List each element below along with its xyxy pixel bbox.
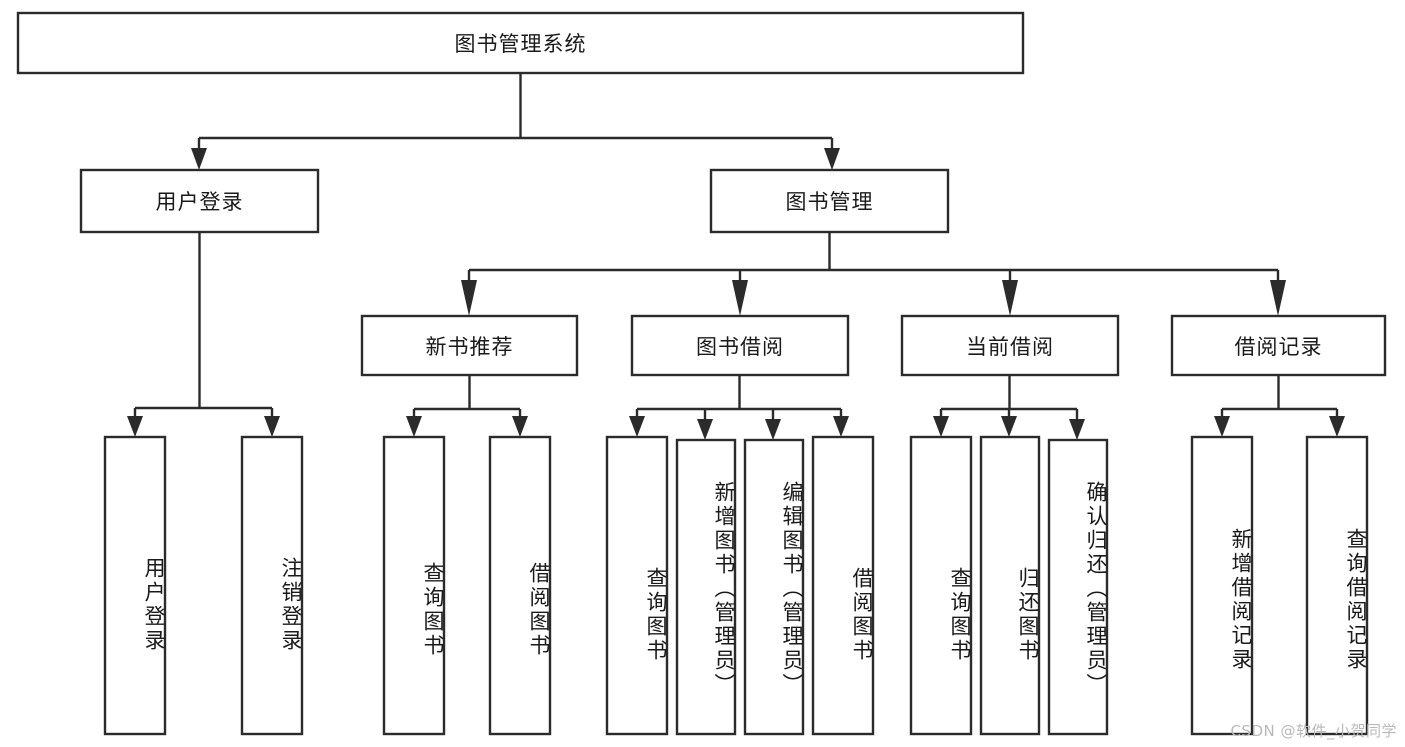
arrow-to-leaf-br-query	[1329, 416, 1345, 437]
node-user-login-box[interactable]	[79, 168, 320, 234]
leaf-br-add-record-box[interactable]	[1190, 435, 1254, 736]
arrow-to-leaf-cb-return	[1001, 416, 1017, 437]
leaf-cb-confirm-return-box[interactable]	[1047, 438, 1109, 736]
leaf-nb-borrow-book-box[interactable]	[488, 435, 552, 736]
arrow-to-leaf-cb-query	[933, 416, 949, 437]
arrow-to-user-login	[191, 148, 207, 170]
arrow-to-leaf-bb-edit	[765, 419, 781, 440]
leaf-bb-edit-book-box[interactable]	[743, 438, 805, 736]
arrow-to-leaf-cb-confirm	[1069, 419, 1085, 440]
arrow-to-borrow-record	[1270, 280, 1286, 316]
leaf-bb-add-book-box[interactable]	[675, 438, 737, 736]
leaf-cb-return-book-box[interactable]	[979, 435, 1041, 736]
node-current-borrow-box[interactable]	[900, 314, 1120, 377]
arrow-to-leaf-user-login	[127, 416, 143, 437]
arrow-to-leaf-logout	[264, 416, 280, 437]
node-new-book-box[interactable]	[360, 314, 579, 377]
arrow-to-leaf-nb-query	[406, 416, 422, 437]
node-book-manage-box[interactable]	[709, 168, 950, 234]
leaf-logout-box[interactable]	[240, 435, 304, 736]
leaf-br-query-record-box[interactable]	[1305, 435, 1369, 736]
node-borrow-record-box[interactable]	[1170, 314, 1387, 377]
leaf-bb-borrow-book-box[interactable]	[811, 435, 875, 736]
leaf-bb-query-book-box[interactable]	[605, 435, 669, 736]
leaf-user-login-box[interactable]	[103, 435, 167, 736]
arrow-to-book-borrow	[732, 280, 748, 316]
arrow-to-new-book	[461, 280, 477, 316]
arrow-to-leaf-nb-borrow	[512, 416, 528, 437]
arrow-to-leaf-bb-add	[697, 419, 713, 440]
arrow-to-current-borrow	[1002, 280, 1018, 316]
arrow-to-book-manage	[824, 148, 840, 170]
watermark-text: CSDN @软件_小贺同学	[1230, 722, 1397, 740]
leaf-cb-query-book-box[interactable]	[909, 435, 973, 736]
arrow-to-leaf-bb-borrow	[833, 416, 849, 437]
arrow-to-leaf-bb-query	[629, 416, 645, 437]
node-book-borrow-box[interactable]	[630, 314, 850, 377]
arrow-to-leaf-br-add	[1214, 416, 1230, 437]
node-root-box[interactable]	[16, 11, 1025, 75]
leaf-nb-query-book-box[interactable]	[382, 435, 446, 736]
